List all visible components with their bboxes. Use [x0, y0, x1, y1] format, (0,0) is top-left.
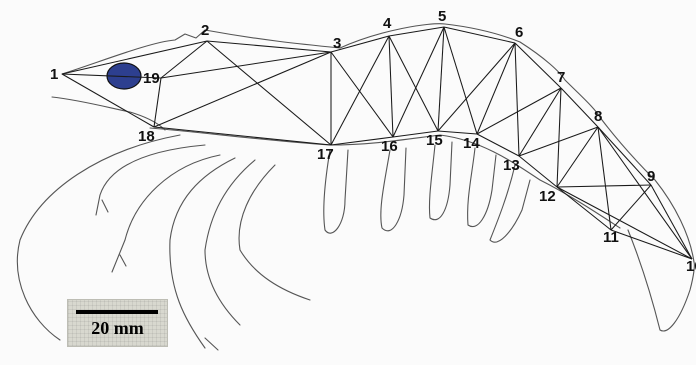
landmark-label: 17 [317, 146, 334, 163]
landmark-label: 10 [686, 258, 696, 275]
walking-leg [170, 158, 235, 350]
pleopod [381, 148, 406, 231]
landmark-label: 8 [594, 108, 602, 125]
truss-line [438, 27, 444, 131]
truss-line [611, 230, 692, 259]
truss-line [331, 52, 393, 137]
landmark-label: 5 [438, 8, 446, 25]
pleopod [490, 165, 530, 242]
truss-line [154, 127, 331, 145]
pleopod [468, 148, 496, 227]
landmark-label: 9 [647, 168, 655, 185]
landmark-label: 13 [503, 157, 520, 174]
truss-line [519, 156, 557, 187]
truss-line [154, 52, 331, 127]
scale-bar [76, 310, 158, 314]
landmark-label: 6 [515, 24, 523, 41]
truss-line [519, 88, 561, 156]
landmark-label: 7 [557, 69, 565, 86]
truss-line [515, 43, 561, 88]
truss-line [477, 88, 561, 134]
landmark-label: 19 [143, 70, 160, 87]
truss-line [438, 43, 515, 131]
walking-leg [205, 160, 255, 325]
scale-bar-box: 20 mm [67, 299, 168, 347]
landmark-label: 16 [381, 138, 398, 155]
truss-line [557, 187, 611, 230]
truss-line [557, 127, 598, 187]
truss-line [389, 36, 393, 137]
scale-bar-label: 20 mm [68, 318, 167, 339]
landmark-label: 14 [463, 135, 480, 152]
pleopod [429, 142, 452, 220]
landmark-label: 4 [383, 15, 392, 32]
truss-line [477, 43, 515, 134]
walking-leg [239, 165, 310, 300]
truss-line [331, 36, 389, 145]
landmark-label: 12 [539, 188, 556, 205]
truss-line [598, 127, 651, 185]
truss-line [557, 185, 651, 187]
truss-line [389, 27, 444, 36]
landmark-label: 11 [603, 229, 619, 246]
landmark-label: 3 [333, 35, 341, 52]
truss-line [389, 36, 438, 131]
truss-line [207, 41, 331, 145]
landmark-labels: 12345678910111213141516171819 [50, 8, 696, 275]
truss-line [557, 88, 561, 187]
truss-line [438, 131, 477, 134]
truss-line [207, 41, 331, 52]
truss-line [515, 43, 519, 156]
truss-line [611, 185, 651, 230]
walking-leg [112, 155, 220, 272]
rostrum-lower [52, 97, 165, 130]
landmark-label: 1 [50, 66, 58, 83]
truss-line [477, 134, 519, 156]
truss-line [393, 27, 444, 137]
landmark-label: 15 [426, 132, 443, 149]
landmark-label: 18 [138, 128, 155, 145]
landmark-label: 2 [201, 22, 209, 39]
